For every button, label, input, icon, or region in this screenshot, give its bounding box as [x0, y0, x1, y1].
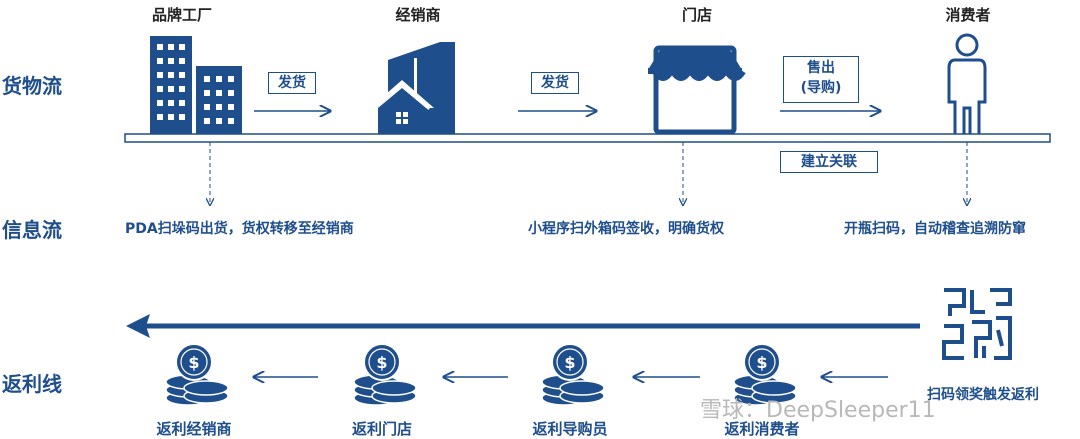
info-text-brand: PDA扫垛码出货，货权转移至经销商 [125, 221, 354, 237]
row-label-goods-flow: 货物流 [2, 74, 62, 98]
node-consumer-label: 消费者 [945, 6, 991, 24]
watermark-text: 雪球：DeepSleeper11 [700, 398, 936, 423]
rebate-label-dealer: 返利经销商 [156, 420, 232, 438]
info-text-consumer: 开瓶扫码，自动稽查追溯防窜 [844, 221, 1026, 237]
svg-text:$: $ [756, 353, 767, 372]
ship-label-box-1: 发货 [268, 72, 316, 94]
factory-icon [150, 36, 242, 134]
rebate-label-salesperson: 返利导购员 [532, 420, 608, 438]
coin-stack-icon: $ [733, 343, 797, 406]
row-label-info-flow: 信息流 [2, 218, 62, 242]
consumer-person-icon [947, 33, 987, 140]
rebate-label-store: 返利门店 [351, 420, 412, 438]
svg-text:$: $ [188, 353, 199, 372]
coin-stack-icon: $ [353, 343, 417, 406]
node-dealer-label: 经销商 [395, 6, 441, 24]
svg-text:$: $ [376, 353, 387, 372]
coin-stack-icon: $ [165, 343, 229, 406]
node-brand-factory-label: 品牌工厂 [151, 6, 212, 24]
sell-label-line1: 售出 [807, 60, 835, 76]
goods-flow-baseline [124, 133, 1051, 143]
store-icon [648, 45, 746, 135]
coin-stack-icon: $ [541, 343, 605, 406]
rebate-label-consumer: 返利消费者 [724, 420, 800, 438]
dealer-house-icon [370, 42, 455, 134]
sell-label-box: 售出 (导购) [783, 56, 859, 103]
info-text-store: 小程序扫外箱码签收，明确货权 [528, 221, 724, 237]
node-store-label: 门店 [681, 6, 712, 24]
ship-label-box-2: 发货 [531, 72, 579, 94]
row-label-rebate-line: 返利线 [2, 372, 62, 396]
rebate-trigger-label: 扫码领奖触发返利 [927, 387, 1039, 403]
sell-label-line2: (导购) [800, 80, 842, 96]
qr-code-icon [942, 288, 1012, 360]
svg-text:$: $ [564, 353, 575, 372]
link-label-box: 建立关联 [780, 151, 878, 173]
